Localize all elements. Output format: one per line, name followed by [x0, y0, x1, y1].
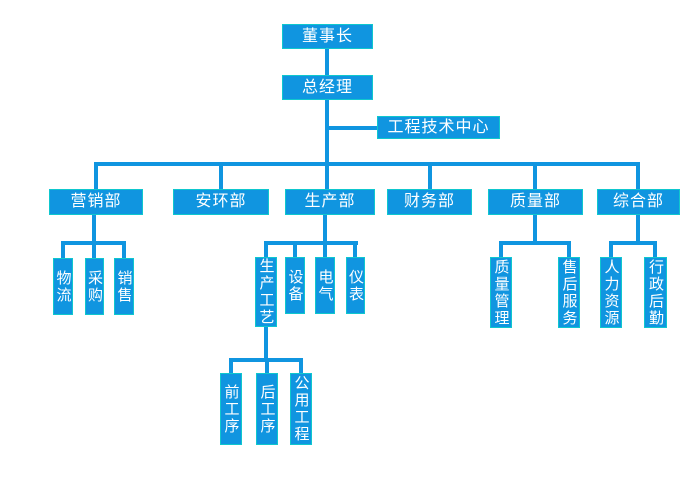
connector-production-process-down — [264, 327, 268, 362]
org-node-human-resources: 人力资源 — [600, 257, 622, 328]
org-node-purchasing: 采购 — [85, 258, 104, 315]
connector-production-down — [323, 215, 327, 245]
connector-stub-human-resources — [609, 245, 613, 257]
connector-engineering-branch — [327, 126, 377, 130]
connector-general-affairs-down — [636, 215, 640, 245]
connector-chairman-gm — [325, 49, 329, 75]
org-node-sales: 销售 — [114, 258, 134, 315]
connector-quality-horizontal — [499, 241, 571, 245]
org-node-utilities: 公用工程 — [290, 373, 312, 445]
connector-stub-safety-env — [219, 166, 223, 189]
org-node-marketing: 营销部 — [49, 189, 143, 215]
connector-stub-electrical — [323, 245, 327, 257]
org-node-general-affairs: 综合部 — [597, 189, 680, 215]
org-node-after-sales: 售后服务 — [558, 257, 580, 328]
connector-marketing-down — [92, 215, 96, 258]
connector-stub-quality — [533, 166, 537, 189]
org-node-engineering-center: 工程技术中心 — [377, 116, 500, 139]
org-node-production-process: 生产工艺 — [255, 257, 277, 327]
org-node-front-process: 前工序 — [220, 373, 242, 445]
org-node-quality: 质量部 — [488, 189, 583, 215]
org-node-back-process: 后工序 — [256, 373, 278, 445]
connector-stub-marketing — [94, 166, 98, 189]
org-node-logistics: 物流 — [53, 258, 73, 315]
connector-stub-finance — [428, 166, 432, 189]
org-node-production: 生产部 — [285, 189, 375, 215]
connector-stub-admin-logistics — [653, 245, 657, 257]
org-node-equipment: 设备 — [285, 257, 305, 314]
org-node-general-manager: 总经理 — [282, 75, 373, 100]
connector-stub-sales — [122, 245, 126, 258]
connector-quality-down — [533, 215, 537, 245]
connector-stub-equipment — [293, 245, 297, 257]
connector-process-horizontal — [229, 358, 303, 362]
connector-stub-utilities — [299, 362, 303, 373]
connector-stub-after-sales — [567, 245, 571, 257]
connector-marketing-horizontal — [61, 241, 126, 245]
connector-stub-back-process — [265, 362, 269, 373]
connector-stub-instrument — [353, 245, 357, 257]
connector-stub-logistics — [61, 245, 65, 258]
connector-stub-front-process — [229, 362, 233, 373]
connector-stub-quality-mgmt — [499, 245, 503, 257]
org-node-quality-mgmt: 质量管理 — [490, 257, 512, 328]
org-node-electrical: 电气 — [315, 257, 335, 314]
connector-gm-trunk — [325, 100, 329, 189]
connector-general-affairs-horizontal — [609, 241, 657, 245]
connector-production-horizontal — [264, 241, 358, 245]
connector-stub-production-process — [264, 245, 268, 257]
connector-departments-horizontal — [94, 162, 640, 166]
connector-stub-general-affairs — [636, 166, 640, 189]
org-node-finance: 财务部 — [387, 189, 472, 215]
org-node-chairman: 董事长 — [282, 24, 373, 49]
org-node-instrument: 仪表 — [346, 257, 365, 314]
org-node-admin-logistics: 行政后勤 — [644, 257, 667, 328]
org-node-safety-env: 安环部 — [173, 189, 269, 215]
